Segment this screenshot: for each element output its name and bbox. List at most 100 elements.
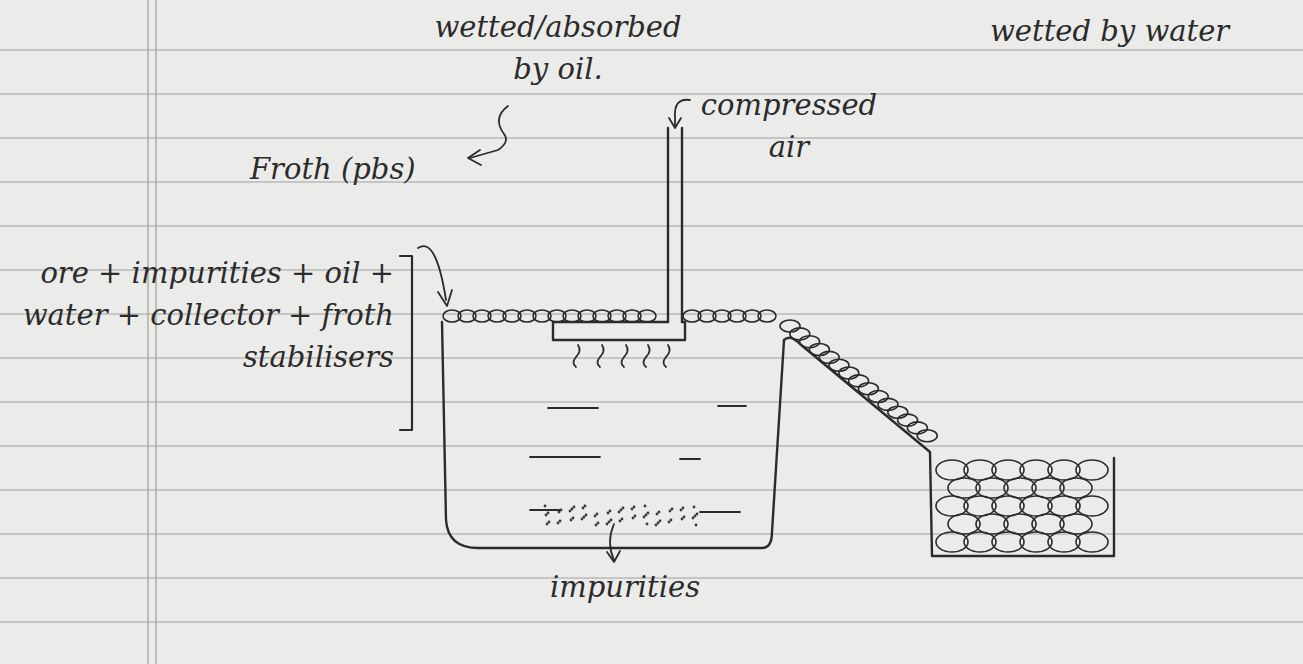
impurity-dot: [557, 522, 560, 525]
settled-impurities: [544, 505, 699, 527]
impurity-dot: [683, 516, 686, 519]
froth-bubble: [1076, 496, 1108, 516]
impurity-dot: [680, 509, 683, 512]
ruled-line: [0, 357, 1303, 358]
impurity-dot: [692, 517, 695, 520]
impurity-dot: [633, 506, 636, 509]
froth-bubble: [800, 336, 820, 348]
liquid-dashes: [530, 406, 746, 512]
leader-line: [470, 106, 508, 158]
impurity-dot: [545, 514, 548, 517]
flotation-tank: [442, 322, 784, 548]
impurity-dot: [544, 505, 547, 508]
handwritten-label: wetted/absorbed by oil.: [418, 6, 698, 90]
froth-bubble: [839, 367, 859, 379]
froth-bubble: [917, 430, 937, 442]
impurity-dot: [548, 521, 551, 524]
impurity-dot: [622, 507, 625, 510]
impurity-dot: [584, 505, 587, 508]
impurity-dot: [609, 510, 612, 513]
impurity-dot: [631, 508, 634, 511]
impurity-dot: [581, 518, 584, 521]
bracket: [400, 256, 412, 430]
froth-bubble: [829, 359, 849, 371]
impurity-dot: [668, 521, 671, 524]
impurity-dot: [695, 524, 698, 527]
impurity-dot: [573, 506, 576, 509]
impurity-dot: [671, 508, 674, 511]
handwritten-label: ore + impurities + oil + water + collect…: [6, 252, 394, 378]
handwritten-label: impurities: [540, 566, 710, 608]
froth-bubble: [1076, 460, 1108, 480]
froth-bubble: [898, 414, 918, 426]
impurity-dot: [645, 514, 648, 517]
impurity-dot: [619, 520, 622, 523]
impurity-dot: [670, 519, 673, 522]
froth-bubble: [809, 344, 829, 356]
arrowhead: [607, 551, 620, 562]
froth-launder: [784, 338, 1114, 556]
impurity-dot: [585, 514, 588, 517]
impurity-dot: [583, 516, 586, 519]
impurity-dot: [596, 513, 599, 516]
air-distributor: [553, 322, 685, 340]
froth-bubble: [1060, 478, 1092, 498]
handwritten-label: wetted by water: [990, 10, 1250, 52]
impurity-dot: [647, 512, 650, 515]
ruled-line: [0, 93, 1303, 94]
impurity-dot: [634, 515, 637, 518]
handwritten-label: Froth (pbs): [250, 148, 450, 190]
impurity-dot: [693, 506, 696, 509]
air-bubbles: [574, 345, 670, 367]
impurity-dot: [582, 507, 585, 510]
impurity-dot: [655, 524, 658, 527]
impurity-dot: [595, 524, 598, 527]
impurity-dot: [610, 519, 613, 522]
froth-bubble: [819, 351, 839, 363]
froth-bubble: [868, 391, 888, 403]
impurity-dot: [644, 505, 647, 508]
froth-bubble: [1060, 514, 1092, 534]
arrowhead: [468, 150, 481, 165]
impurity-dot: [606, 523, 609, 526]
ruled-line: [0, 225, 1303, 226]
impurity-dot: [572, 517, 575, 520]
ruled-line: [0, 49, 1303, 50]
impurity-dot: [681, 518, 684, 521]
impurity-dot: [597, 522, 600, 525]
arrowhead: [438, 290, 452, 306]
ruled-line: [0, 181, 1303, 182]
pencil-strokes: [400, 100, 1114, 562]
froth-bubble: [907, 422, 927, 434]
impurity-dot: [569, 510, 572, 513]
ruled-line: [0, 621, 1303, 622]
impurity-dot: [694, 515, 697, 518]
impurity-dot: [656, 513, 659, 516]
impurity-dot: [607, 512, 610, 515]
impurity-dot: [659, 520, 662, 523]
air-pipe: [668, 128, 682, 322]
froth-bubble: [878, 398, 898, 410]
ruled-line: [0, 137, 1303, 138]
froth-bubble: [849, 375, 869, 387]
impurity-dot: [608, 521, 611, 524]
impurity-dot: [546, 523, 549, 526]
impurity-dot: [658, 511, 661, 514]
froth-bubble: [790, 328, 810, 340]
arrowhead: [669, 118, 681, 128]
impurity-dot: [643, 516, 646, 519]
ruled-line: [0, 445, 1303, 446]
impurity-dot: [696, 513, 699, 516]
leader-line: [610, 524, 614, 560]
impurity-dot: [559, 520, 562, 523]
ruled-line: [0, 489, 1303, 490]
froth-bubble: [888, 406, 908, 418]
froth-bubbles: [443, 310, 1108, 552]
handwritten-label: compressed air: [694, 84, 884, 168]
impurity-dot: [657, 522, 660, 525]
leader-line: [675, 100, 690, 126]
impurity-dot: [547, 512, 550, 515]
froth-bubble: [638, 310, 656, 322]
ruled-lines: [0, 50, 1303, 622]
